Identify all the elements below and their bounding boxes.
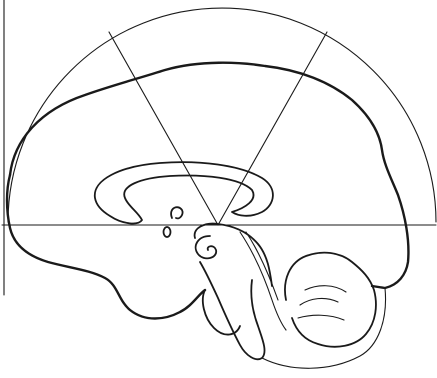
anterior-commissure [164, 227, 171, 237]
cerebrum-outline [10, 63, 408, 288]
corpus-callosum [95, 162, 273, 223]
brainstem-outline [200, 262, 265, 359]
hypothalamus-curl [196, 236, 217, 258]
fornix [171, 207, 182, 218]
cerebellum-folia [298, 286, 346, 320]
aqueduct-line [240, 232, 286, 330]
thalamus-outline [195, 224, 272, 286]
pons-outline [203, 290, 240, 335]
radial-line-left [109, 32, 218, 225]
frontal-lower-outline [7, 175, 205, 319]
reference-semicircle [8, 8, 436, 222]
lower-occipital-curve [262, 288, 386, 368]
